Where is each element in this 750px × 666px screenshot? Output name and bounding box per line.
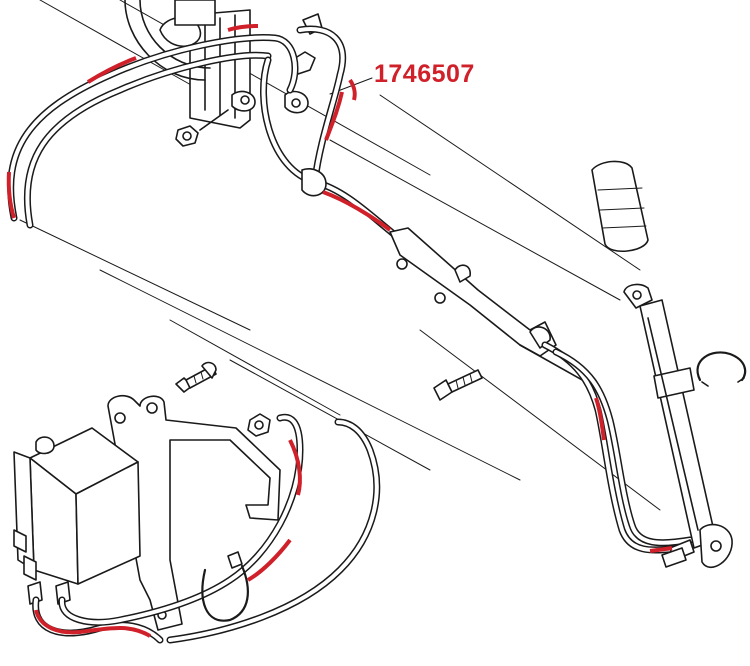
retaining-clip bbox=[696, 351, 747, 387]
return-hose-loop bbox=[7, 34, 299, 229]
pipe-clamp-bracket bbox=[389, 227, 601, 391]
mounting-bolt-middle bbox=[433, 369, 483, 401]
part-number-label: 1746507 bbox=[374, 60, 475, 88]
hydraulic-cylinder bbox=[591, 160, 733, 568]
cylinder-feed-pipes bbox=[541, 341, 694, 554]
pump-mounting-bracket bbox=[107, 361, 281, 631]
hydraulic-pump-unit bbox=[13, 427, 141, 605]
highlighted-hose-segments bbox=[6, 24, 673, 638]
